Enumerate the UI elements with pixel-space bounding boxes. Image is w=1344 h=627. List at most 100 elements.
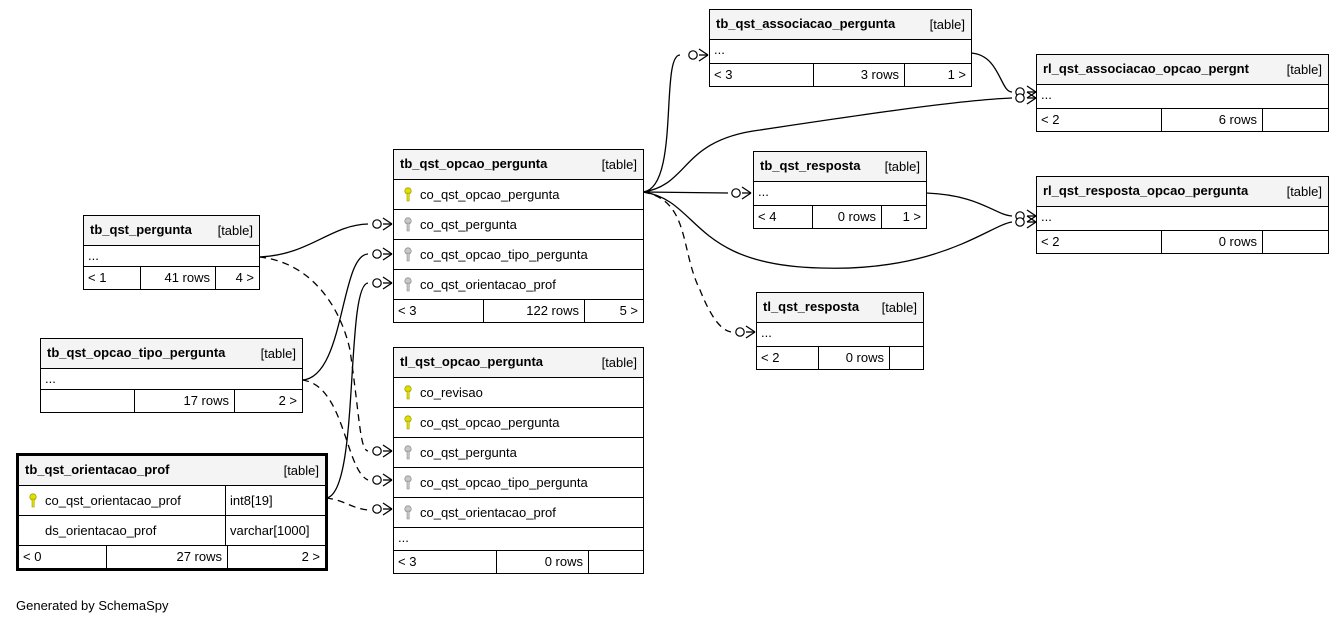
column-row[interactable]: co_qst_opcao_pergunta: [394, 180, 643, 210]
column-row[interactable]: co_qst_orientacao_prof int8[19]: [19, 486, 325, 516]
table-footer: < 2 0 rows: [1037, 231, 1328, 253]
table-name: tb_qst_resposta: [760, 158, 861, 173]
table-footer: < 2 6 rows: [1037, 109, 1328, 131]
children-count[interactable]: 1 >: [902, 209, 921, 224]
fk-line-resposta-rl: [925, 192, 1013, 217]
children-count[interactable]: 5 >: [619, 303, 638, 318]
table-type: [table]: [881, 300, 917, 315]
fk-line-tipo-opcao: [301, 253, 369, 381]
fk-line-orientacao-tl: [325, 497, 369, 511]
column-name: co_qst_pergunta: [420, 445, 517, 460]
table-header: tb_qst_resposta [table]: [754, 152, 926, 182]
children-count[interactable]: [1263, 109, 1328, 131]
column-row[interactable]: co_qst_pergunta: [394, 438, 643, 468]
column-row[interactable]: co_qst_opcao_tipo_pergunta: [394, 468, 643, 498]
foreign-key-icon: [404, 247, 412, 262]
table-footer: 17 rows 2 >: [41, 390, 302, 412]
table-footer: < 2 0 rows: [757, 347, 923, 369]
children-count[interactable]: [890, 347, 923, 369]
table-name: tb_qst_orientacao_prof: [25, 462, 170, 477]
table-header: tb_qst_opcao_tipo_pergunta [table]: [41, 339, 302, 369]
table-tb-qst-opcao-tipo-pergunta[interactable]: tb_qst_opcao_tipo_pergunta [table] ... 1…: [40, 338, 303, 413]
table-tb-qst-associacao-pergunta[interactable]: tb_qst_associacao_pergunta [table] ... <…: [709, 9, 972, 87]
column-row[interactable]: co_qst_pergunta: [394, 210, 643, 240]
row-count: 0 rows: [813, 206, 882, 228]
column-name: co_qst_opcao_tipo_pergunta: [420, 475, 588, 490]
parents-count[interactable]: < 4: [754, 206, 813, 228]
table-tb-qst-orientacao-prof[interactable]: tb_qst_orientacao_prof [table] co_qst_or…: [16, 453, 328, 571]
parents-count[interactable]: < 2: [1037, 231, 1162, 253]
parents-count[interactable]: < 0: [19, 546, 107, 568]
table-type: [table]: [1286, 62, 1322, 77]
parents-count[interactable]: < 3: [394, 300, 484, 322]
children-count[interactable]: 2 >: [278, 393, 297, 408]
primary-key-icon: [404, 187, 412, 202]
column-row[interactable]: ds_orientacao_prof varchar[1000]: [19, 516, 325, 546]
table-type: [table]: [884, 159, 920, 174]
table-footer: < 3 122 rows 5 >: [394, 300, 643, 322]
foreign-key-icon: [404, 505, 412, 520]
table-name: rl_qst_associacao_opcao_pergnt: [1043, 61, 1249, 76]
table-name: tb_qst_pergunta: [90, 222, 192, 237]
children-count[interactable]: 2 >: [301, 549, 320, 564]
row-count: 0 rows: [819, 347, 890, 369]
table-tb-qst-resposta[interactable]: tb_qst_resposta [table] ... < 4 0 rows 1…: [753, 151, 927, 229]
table-footer: < 4 0 rows 1 >: [754, 206, 926, 228]
table-type: [table]: [260, 346, 296, 361]
table-type: [table]: [601, 355, 637, 370]
column-name: co_qst_orientacao_prof: [45, 493, 181, 508]
more-columns: ...: [1037, 207, 1328, 231]
more-columns: ...: [394, 528, 643, 551]
children-count[interactable]: [589, 551, 643, 573]
table-tb-qst-opcao-pergunta[interactable]: tb_qst_opcao_pergunta [table] co_qst_opc…: [393, 149, 644, 323]
parents-count[interactable]: < 2: [1037, 109, 1162, 131]
table-tb-qst-pergunta[interactable]: tb_qst_pergunta [table] ... < 1 41 rows …: [83, 215, 260, 290]
parents-count[interactable]: < 2: [757, 347, 819, 369]
primary-key-icon: [404, 385, 412, 400]
table-rl-qst-associacao-opcao-pergnt[interactable]: rl_qst_associacao_opcao_pergnt [table] .…: [1036, 54, 1329, 132]
row-count: 6 rows: [1162, 109, 1263, 131]
table-tl-qst-resposta[interactable]: tl_qst_resposta [table] ... < 2 0 rows: [756, 292, 924, 370]
column-name: co_qst_orientacao_prof: [420, 505, 556, 520]
more-columns: ...: [84, 246, 259, 267]
table-name: tb_qst_opcao_pergunta: [400, 156, 548, 171]
fk-line-opcao-tlresposta: [642, 191, 732, 333]
column-row[interactable]: co_qst_opcao_pergunta: [394, 408, 643, 438]
column-row[interactable]: co_qst_orientacao_prof: [394, 270, 643, 300]
table-type: [table]: [1286, 184, 1322, 199]
column-row[interactable]: co_revisao: [394, 378, 643, 408]
column-name: ds_orientacao_prof: [45, 523, 157, 538]
table-footer: < 0 27 rows 2 >: [19, 546, 325, 568]
column-type: int8[19]: [230, 493, 273, 508]
fk-line-pergunta-opcao: [258, 223, 369, 258]
more-columns: ...: [1037, 85, 1328, 109]
table-header: tl_qst_opcao_pergunta [table]: [394, 348, 643, 378]
table-footer: < 1 41 rows 4 >: [84, 267, 259, 289]
fk-line-opcao-rl-associacao: [642, 97, 1013, 193]
column-name: co_qst_opcao_tipo_pergunta: [420, 247, 588, 262]
children-count[interactable]: 4 >: [235, 270, 254, 285]
children-count[interactable]: 1 >: [947, 67, 966, 82]
more-columns: ...: [754, 182, 926, 206]
table-tl-qst-opcao-pergunta[interactable]: tl_qst_opcao_pergunta [table] co_revisao…: [393, 347, 644, 574]
column-row[interactable]: co_qst_opcao_tipo_pergunta: [394, 240, 643, 270]
row-count: 3 rows: [814, 64, 905, 86]
children-count[interactable]: [1263, 231, 1328, 253]
foreign-key-icon: [404, 475, 412, 490]
parents-count[interactable]: [41, 390, 135, 412]
parents-count[interactable]: < 3: [710, 64, 814, 86]
column-row[interactable]: co_qst_orientacao_prof: [394, 498, 643, 528]
fk-line-associacao-rl: [970, 52, 1013, 93]
table-name: tl_qst_resposta: [763, 299, 860, 314]
parents-count[interactable]: < 1: [84, 267, 141, 289]
table-rl-qst-resposta-opcao-pergunta[interactable]: rl_qst_resposta_opcao_pergunta [table] .…: [1036, 176, 1329, 254]
more-columns: ...: [41, 369, 302, 390]
column-name: co_qst_pergunta: [420, 217, 517, 232]
table-name: tb_qst_associacao_pergunta: [716, 16, 896, 31]
table-type: [table]: [929, 17, 965, 32]
fk-line-orientacao-opcao: [325, 282, 369, 499]
parents-count[interactable]: < 3: [394, 551, 497, 573]
table-header: tl_qst_resposta [table]: [757, 293, 923, 323]
fk-line-tipo-tl: [301, 379, 369, 481]
